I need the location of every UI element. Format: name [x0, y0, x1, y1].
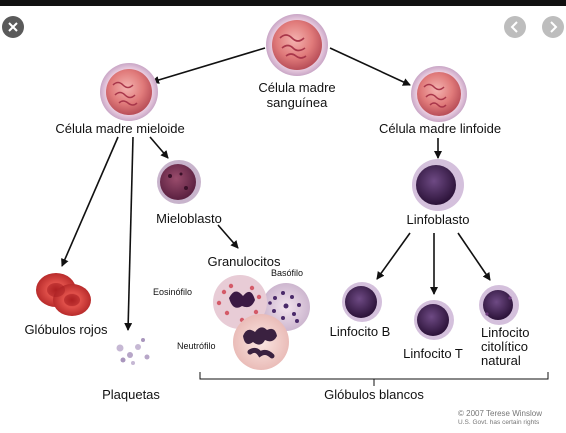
credit-line2: U.S. Govt. has certain rights — [458, 419, 540, 426]
label-neutrophil: Neutrófilo — [177, 341, 216, 351]
myeloblast-cell — [157, 160, 201, 204]
b-lymphocyte-cell — [342, 282, 382, 322]
previous-button[interactable] — [504, 16, 526, 38]
arrows — [61, 47, 491, 331]
granulocyte-cells — [213, 275, 310, 370]
label-nk-line3: natural — [481, 353, 521, 368]
label-nk-line1: Linfocito — [481, 325, 530, 340]
close-button[interactable] — [2, 16, 24, 38]
chevron-left-icon — [510, 21, 518, 33]
label-myeloid-stem-cell: Célula madre mieloide — [55, 121, 185, 136]
next-button[interactable] — [542, 16, 564, 38]
label-eosinophil: Eosinófilo — [153, 287, 193, 297]
credit-line1: © 2007 Terese Winslow — [458, 409, 543, 418]
myeloid-stem-cell — [100, 63, 158, 121]
label-natural-killer-cell: Linfocito citolítico natural — [481, 326, 529, 368]
label-lymphoid-stem-cell: Célula madre linfoide — [378, 121, 502, 136]
label-blood-stem-cell: Célula madre sanguínea — [258, 80, 335, 110]
label-blood-stem-cell-line1: Célula madre — [258, 80, 336, 95]
label-platelets: Plaquetas — [102, 387, 160, 402]
blood-stem-cell — [266, 14, 328, 76]
label-blood-stem-cell-line2: sanguínea — [266, 95, 328, 110]
red-blood-cells — [36, 273, 91, 316]
label-granulocytes: Granulocitos — [207, 254, 281, 269]
chevron-right-icon — [550, 21, 558, 33]
label-basophil: Basófilo — [271, 268, 304, 278]
label-red-blood-cells: Glóbulos rojos — [24, 322, 108, 337]
label-nk-line2: citolítico — [481, 339, 528, 354]
white-cells-bracket — [199, 372, 549, 386]
platelets — [116, 338, 150, 365]
natural-killer-cell — [479, 285, 519, 325]
label-t-lymphocyte: Linfocito T — [403, 346, 463, 361]
label-white-blood-cells: Glóbulos blancos — [324, 387, 424, 402]
top-bar — [0, 0, 566, 6]
copyright-credit: © 2007 Terese Winslow U.S. Govt. has cer… — [458, 409, 542, 427]
t-lymphocyte-cell — [414, 300, 454, 340]
label-myeloblast: Mieloblasto — [156, 211, 222, 226]
lymphoid-stem-cell — [411, 66, 467, 122]
label-b-lymphocyte: Linfocito B — [329, 324, 391, 339]
label-lymphoblast: Linfoblasto — [406, 212, 470, 227]
lymphoblast-cell — [412, 159, 464, 211]
close-icon — [8, 22, 18, 32]
